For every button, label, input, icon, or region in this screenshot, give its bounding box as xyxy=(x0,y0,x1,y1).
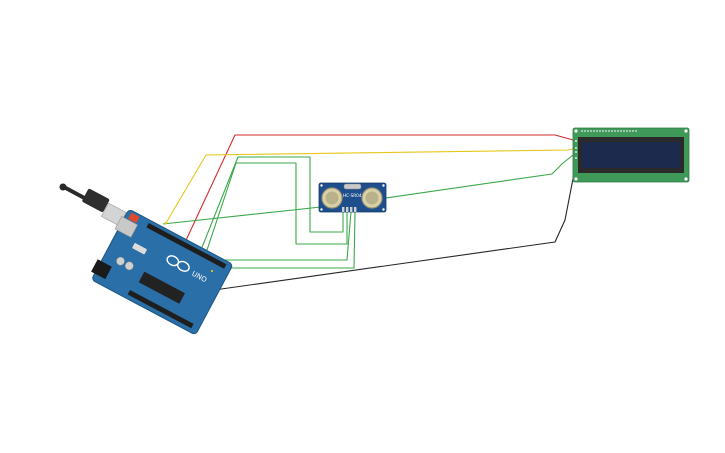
arduino-pcb xyxy=(92,209,233,335)
usb-cable[interactable] xyxy=(59,183,127,227)
arduino-uno-board[interactable]: UNO xyxy=(59,183,234,336)
power-jack xyxy=(91,259,112,280)
sensor-label: HC-SR04 xyxy=(343,193,362,198)
analog-header xyxy=(127,290,194,329)
arduino-logo-icon xyxy=(166,255,190,272)
lcd-header-pins xyxy=(581,130,637,132)
wire-yellow-signal[interactable] xyxy=(165,147,578,224)
lcd-i2c-pins xyxy=(575,140,577,159)
sensor-pins xyxy=(342,207,357,212)
usb-port xyxy=(114,216,138,238)
lcd-display[interactable] xyxy=(572,127,690,183)
atmega-chip xyxy=(138,271,185,304)
wire-green-lcd[interactable] xyxy=(162,151,578,225)
sensor-crystal xyxy=(343,183,362,190)
pin-indicators xyxy=(164,221,214,273)
ultrasonic-transducer-icon xyxy=(321,187,383,209)
reset-button[interactable] xyxy=(128,212,140,224)
lcd-screen xyxy=(582,142,680,168)
wire-black-gnd[interactable] xyxy=(199,157,578,293)
digital-header xyxy=(146,222,227,269)
ultrasonic-sensor[interactable]: HC-SR04 xyxy=(318,182,387,213)
